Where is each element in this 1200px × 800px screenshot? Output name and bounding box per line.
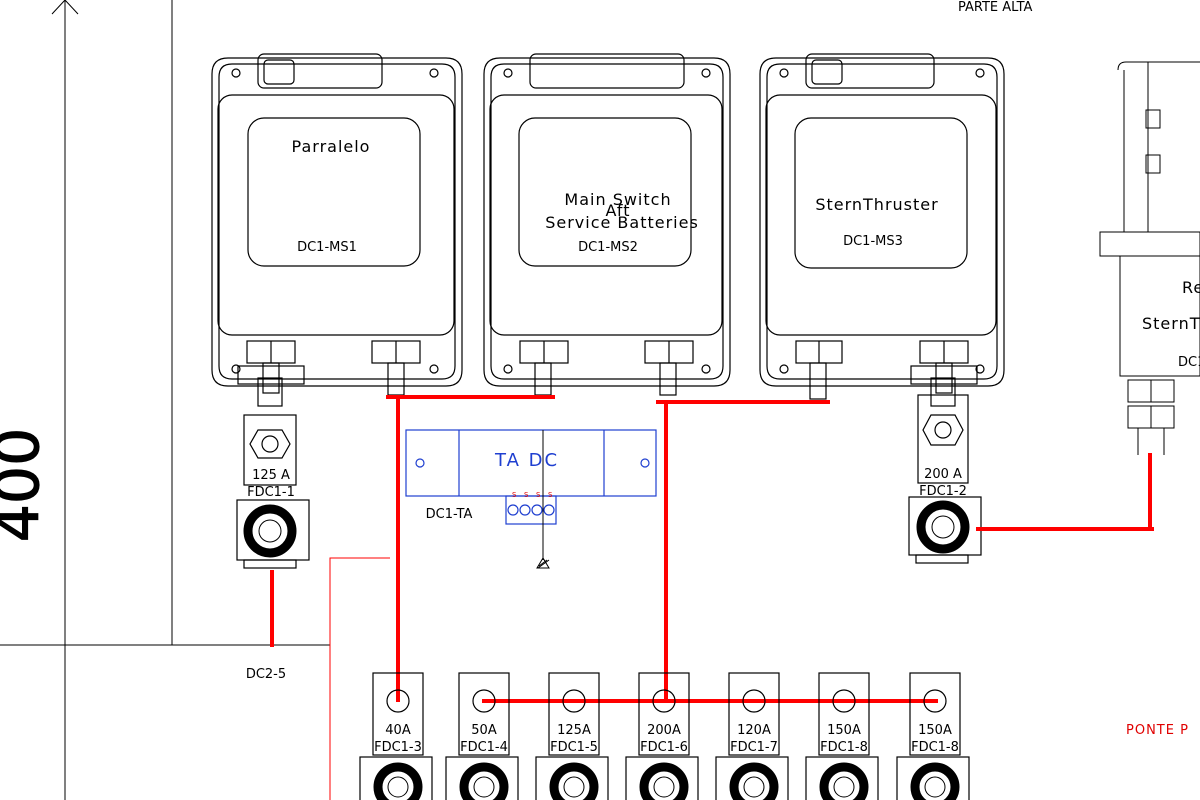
parte-alta-label: PARTE ALTA — [958, 0, 1033, 15]
fuse-fdc1-2-core — [931, 515, 955, 539]
fuse-code: FDC1-6 — [640, 740, 688, 755]
switch-ms3 — [759, 53, 1005, 387]
fuse-fdc1-2 — [908, 365, 982, 564]
fuse-fdc1-1-ring — [243, 504, 297, 558]
fuse-code: FDC1-7 — [730, 740, 778, 755]
switch-ms2-code: DC1-MS2 — [578, 240, 638, 255]
fuse-rating: 200A — [647, 723, 681, 738]
switch-ms2 — [483, 53, 731, 387]
fuse-fdc1-2-code: FDC1-2 — [919, 484, 967, 499]
switch-ms2-name2: Aft — [606, 201, 631, 220]
right-panel-line1: Re — [1182, 278, 1200, 297]
fuse-fdc1-1-rating: 125 A — [252, 468, 290, 483]
dimension-label: 400 — [0, 428, 53, 543]
switch-ms3-code: DC1-MS3 — [843, 234, 903, 249]
svg-text:S: S — [548, 491, 553, 499]
svg-text:S: S — [524, 491, 529, 499]
fuse-rating: 40A — [385, 723, 411, 738]
ground-symbol — [536, 430, 550, 569]
fuse-holder-5 — [535, 672, 609, 800]
fuse-rating: 50A — [471, 723, 497, 738]
right-panel-line3: DC1 — [1178, 355, 1200, 370]
fuse-holder-3 — [359, 672, 433, 800]
fuse-holder-4 — [445, 672, 519, 800]
thin-red-cable — [329, 557, 390, 800]
fuse-holder-8 — [805, 672, 879, 800]
fuse-holder-9 — [896, 672, 970, 800]
cable-label-dc2-5: DC2-5 — [246, 667, 286, 682]
fuse-fdc1-1-core — [258, 519, 282, 543]
shunt-label: TA DC — [494, 450, 559, 471]
fuse-rating: 150A — [918, 723, 952, 738]
bottom-fuse-row: 40A FDC1-3 50A FDC1-4 125A FDC1-5 200A FDC1-6 12… — [359, 672, 970, 800]
fuse-rating: 125A — [557, 723, 591, 738]
fuse-fdc1-2-ring — [916, 500, 970, 554]
fuse-code: FDC1-8 — [911, 740, 959, 755]
fuse-holder-7 — [715, 672, 789, 800]
red-cables — [270, 395, 1154, 703]
right-panel — [1099, 61, 1200, 455]
svg-text:S: S — [536, 491, 541, 499]
switch-ms1-name: Parralelo — [292, 137, 371, 156]
fuse-rating: 120A — [737, 723, 771, 738]
fuse-fdc1-2-rating: 200 A — [924, 467, 962, 482]
fuse-code: FDC1-3 — [374, 740, 422, 755]
right-panel-line2: SternT — [1142, 314, 1200, 333]
svg-text:S: S — [512, 491, 517, 499]
switch-ms1-code: DC1-MS1 — [297, 240, 357, 255]
switch-ms1 — [211, 53, 463, 387]
fuse-code: FDC1-5 — [550, 740, 598, 755]
fuse-code: FDC1-4 — [460, 740, 508, 755]
fuse-fdc1-1 — [236, 365, 310, 569]
ponte-label: PONTE P — [1126, 723, 1189, 738]
fuse-rating: 150A — [827, 723, 861, 738]
fuse-code: FDC1-8 — [820, 740, 868, 755]
switch-ms2-name3: Service Batteries — [545, 213, 699, 232]
terminal-studs — [262, 362, 953, 400]
switch-ms3-name: SternThruster — [815, 195, 938, 214]
shunt-ta-dc — [405, 429, 657, 525]
fuse-fdc1-1-code: FDC1-1 — [247, 485, 295, 500]
fuse-holder-6 — [625, 672, 699, 800]
switch-ms2-name: Main Switch — [564, 190, 671, 209]
shunt-code: DC1-TA — [426, 507, 473, 522]
frame-lines — [0, 0, 330, 800]
